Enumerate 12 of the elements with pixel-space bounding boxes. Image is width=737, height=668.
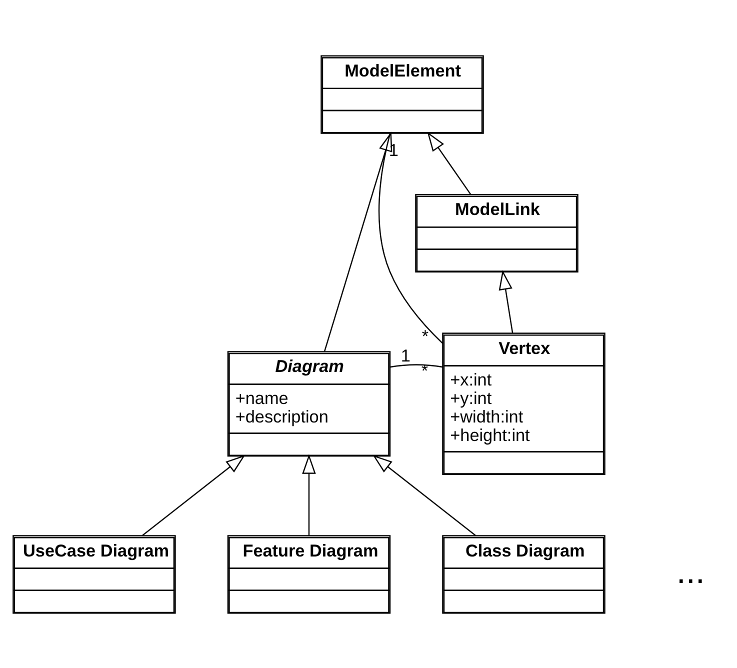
- label: *: [422, 325, 429, 346]
- label: 1: [388, 140, 398, 160]
- arrow: [302, 454, 316, 535]
- connector: [378, 132, 444, 344]
- arrow: [324, 131, 392, 352]
- arrow: [498, 270, 514, 333]
- arrow: [142, 454, 246, 536]
- arrow: [372, 454, 476, 536]
- arrow: [427, 131, 472, 194]
- connector: [390, 364, 443, 368]
- label: 1: [400, 344, 410, 365]
- label: ...: [676, 552, 705, 590]
